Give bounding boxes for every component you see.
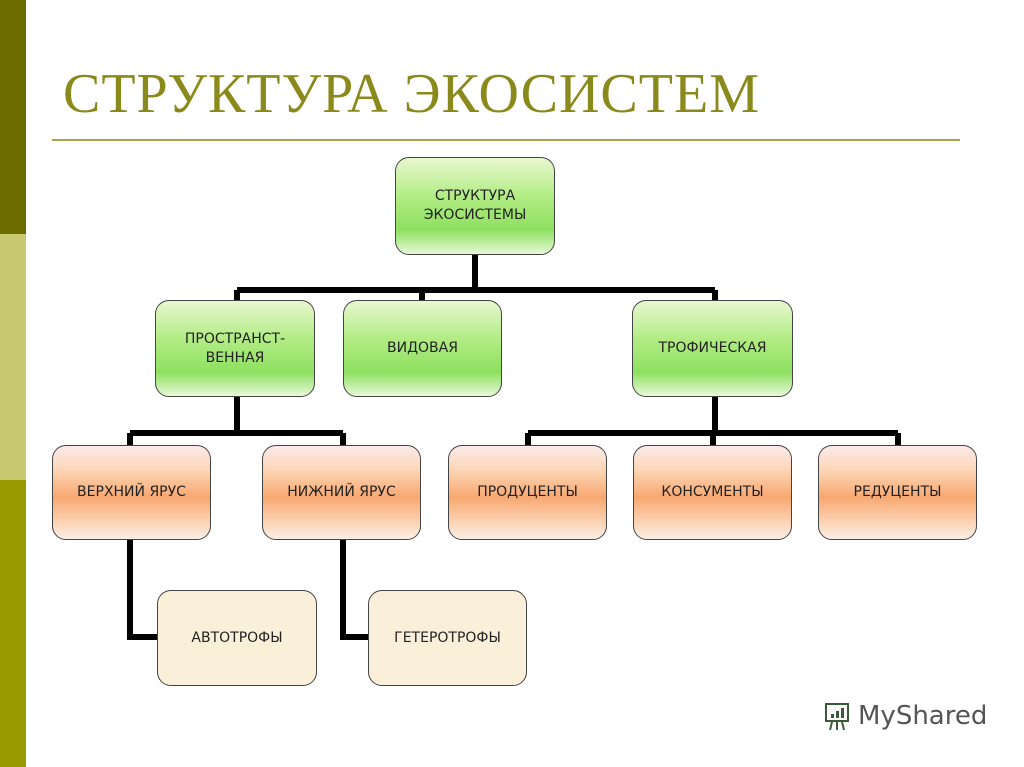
node-consumers: КОНСУМЕНТЫ	[633, 445, 792, 540]
node-label: НИЖНИЙ ЯРУС	[287, 484, 396, 501]
side-bar-mid	[0, 480, 26, 767]
side-bar-dark	[0, 0, 26, 234]
node-upper-tier: ВЕРХНИЙ ЯРУС	[52, 445, 211, 540]
node-label: АВТОТРОФЫ	[191, 629, 283, 646]
title-divider	[52, 139, 960, 141]
node-producers: ПРОДУЦЕНТЫ	[448, 445, 607, 540]
node-label: СТРУКТУРА ЭКОСИСТЕМЫ	[423, 188, 527, 223]
node-trophic: ТРОФИЧЕСКАЯ	[632, 300, 793, 397]
node-label: ВИДОВАЯ	[387, 340, 458, 357]
node-label: ПРОДУЦЕНТЫ	[477, 484, 578, 501]
node-label: ТРОФИЧЕСКАЯ	[658, 340, 767, 357]
node-species: ВИДОВАЯ	[343, 300, 502, 397]
node-label: КОНСУМЕНТЫ	[661, 484, 764, 501]
side-bar-light	[0, 234, 26, 480]
node-root: СТРУКТУРА ЭКОСИСТЕМЫ	[395, 157, 555, 255]
watermark-text: MyShared	[858, 701, 988, 731]
node-label: РЕДУЦЕНТЫ	[853, 484, 942, 501]
node-spatial: ПРОСТРАНСТ-ВЕННАЯ	[155, 300, 315, 397]
node-lower-tier: НИЖНИЙ ЯРУС	[262, 445, 421, 540]
node-autotrophs: АВТОТРОФЫ	[157, 590, 317, 686]
node-heterotrophs: ГЕТЕРОТРОФЫ	[368, 590, 527, 686]
watermark-logo: MyShared	[822, 700, 987, 732]
node-decomposers: РЕДУЦЕНТЫ	[818, 445, 977, 540]
node-label: ПРОСТРАНСТ-ВЕННАЯ	[184, 330, 286, 366]
presentation-board-icon	[825, 703, 849, 731]
node-label: ГЕТЕРОТРОФЫ	[394, 629, 501, 646]
slide-title: СТРУКТУРА ЭКОСИСТЕМ	[63, 63, 760, 125]
node-label: ВЕРХНИЙ ЯРУС	[77, 484, 186, 501]
